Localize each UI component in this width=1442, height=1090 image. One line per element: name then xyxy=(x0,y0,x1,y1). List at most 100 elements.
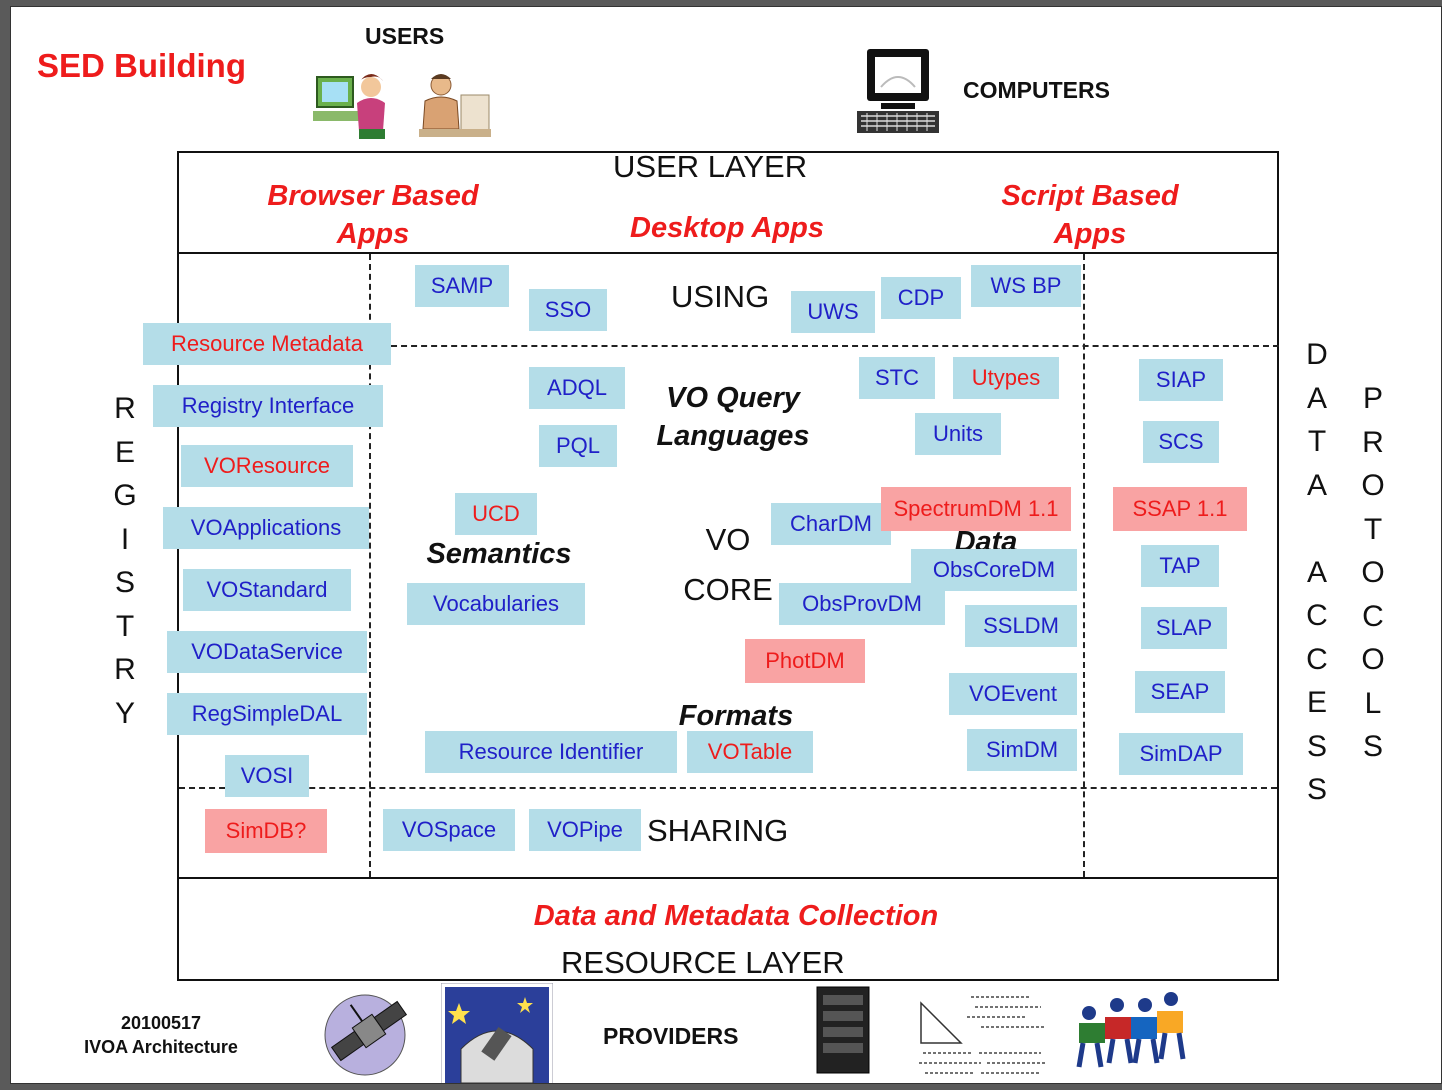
registry-letter: I xyxy=(120,522,130,556)
data-access-letter: E xyxy=(1306,686,1327,719)
vo-core-line2: CORE xyxy=(683,572,773,607)
user-at-desk-icon xyxy=(419,74,491,137)
sso-box: SSO xyxy=(529,289,607,331)
utypes-box: Utypes xyxy=(953,357,1059,399)
ssap-box: SSAP 1.1 xyxy=(1113,487,1247,531)
sharing-divider xyxy=(179,787,1277,789)
query-languages-heading: VO Query Languages xyxy=(643,379,823,455)
vospace-box: VOSpace xyxy=(383,809,515,851)
registry-interface-box: Registry Interface xyxy=(153,385,383,427)
data-collection-label: Data and Metadata Collection xyxy=(533,900,939,932)
main-box-right-border xyxy=(1277,151,1279,981)
registry-letter: G xyxy=(113,479,137,512)
resource-layer-divider xyxy=(177,877,1279,879)
units-box: Units xyxy=(915,413,1001,455)
footer-note: 20100517 IVOA Architecture xyxy=(71,1011,251,1059)
slap-box: SLAP xyxy=(1141,607,1227,649)
registry-column-divider xyxy=(369,254,371,877)
vo-core-label: VO CORE xyxy=(673,515,783,615)
using-label: USING xyxy=(671,279,770,314)
protocols-letter: P xyxy=(1362,382,1383,415)
protocols-letter: O xyxy=(1361,469,1385,502)
voevent-box: VOEvent xyxy=(949,673,1077,715)
pql-box: PQL xyxy=(539,425,617,467)
script-based-apps-line1: Script Based xyxy=(1001,180,1179,212)
formats-heading: Formats xyxy=(678,700,794,732)
user-layer-label: USER LAYER xyxy=(613,149,808,184)
data-access-letter: C xyxy=(1306,642,1328,676)
user-at-computer-icon xyxy=(313,74,385,139)
spectrumdm-box: SpectrumDM 1.1 xyxy=(881,487,1071,531)
protocols-letter: L xyxy=(1364,686,1382,720)
semantics-heading: Semantics xyxy=(426,538,572,570)
observatory-icon xyxy=(441,983,553,1083)
browser-based-apps-label: Browser Based Apps xyxy=(243,177,503,253)
registry-letter: R xyxy=(114,392,136,425)
vosi-box: VOSI xyxy=(225,755,309,797)
resource-layer-label: RESOURCE LAYER xyxy=(561,945,845,980)
cdp-box: CDP xyxy=(881,277,961,319)
desktop-apps-label: Desktop Apps xyxy=(630,212,824,244)
vopipe-box: VOPipe xyxy=(529,809,641,851)
adql-box: ADQL xyxy=(529,367,625,409)
uws-box: UWS xyxy=(791,291,875,333)
query-languages-line2: Languages xyxy=(656,420,810,452)
script-based-apps-line2: Apps xyxy=(1053,218,1127,250)
protocols-letter: O xyxy=(1361,643,1385,676)
simdm-box: SimDM xyxy=(967,729,1077,771)
data-access-letter: S xyxy=(1306,773,1327,806)
protocols-letter: C xyxy=(1362,599,1384,633)
main-box-left-border xyxy=(177,151,179,981)
query-languages-line1: VO Query xyxy=(666,382,800,414)
diagram-title: SED Building xyxy=(37,47,246,84)
protocols-letter: O xyxy=(1361,556,1385,589)
computers-caption: COMPUTERS xyxy=(963,77,1110,103)
data-access-letter: S xyxy=(1306,729,1327,763)
providers-caption: PROVIDERS xyxy=(603,1023,739,1049)
user-layer-divider xyxy=(177,252,1279,254)
protocols-letter: T xyxy=(1363,512,1383,546)
data-access-letter xyxy=(1297,507,1337,551)
vocabularies-box: Vocabularies xyxy=(407,583,585,625)
data-access-vertical-label: D A T A A C C E S S xyxy=(1297,333,1337,812)
stc-box: STC xyxy=(859,357,935,399)
vo-core-line1: VO xyxy=(705,522,751,557)
script-based-apps-label: Script Based Apps xyxy=(973,177,1207,253)
scs-box: SCS xyxy=(1143,421,1219,463)
seap-box: SEAP xyxy=(1135,671,1225,713)
ssldm-box: SSLDM xyxy=(965,605,1077,647)
vodataservice-box: VODataService xyxy=(167,631,367,673)
equations-sheet-icon xyxy=(911,983,1051,1079)
main-box-bottom-border xyxy=(177,979,1279,981)
samp-box: SAMP xyxy=(415,265,509,307)
ws-bp-box: WS BP xyxy=(971,265,1081,307)
registry-letter: R xyxy=(114,653,136,686)
regsimpledal-box: RegSimpleDAL xyxy=(167,693,367,735)
voapplications-box: VOApplications xyxy=(163,507,369,549)
registry-vertical-label: R E G I S T R Y xyxy=(105,387,145,735)
resource-metadata-box: Resource Metadata xyxy=(143,323,391,365)
data-access-letter: A xyxy=(1306,555,1327,589)
users-caption: USERS xyxy=(365,23,445,49)
footer-name: IVOA Architecture xyxy=(84,1037,238,1057)
tap-box: TAP xyxy=(1141,545,1219,587)
data-access-letter: A xyxy=(1306,381,1327,415)
chardm-box: CharDM xyxy=(771,503,891,545)
registry-letter: E xyxy=(114,435,135,469)
votable-box: VOTable xyxy=(687,731,813,773)
computer-terminal-icon xyxy=(857,49,939,133)
data-access-letter: A xyxy=(1306,468,1327,502)
satellite-icon xyxy=(324,994,408,1076)
photdm-box: PhotDM xyxy=(745,639,865,683)
collaboration-puzzle-icon xyxy=(1076,992,1186,1068)
data-access-letter: C xyxy=(1306,599,1328,632)
sharing-label: SHARING xyxy=(647,813,789,848)
simdb-box: SimDB? xyxy=(205,809,327,853)
protocols-letter: S xyxy=(1362,730,1383,763)
siap-box: SIAP xyxy=(1139,359,1223,401)
footer-date: 20100517 xyxy=(120,1013,202,1033)
protocols-column-divider xyxy=(1083,254,1085,877)
registry-letter: T xyxy=(115,609,135,643)
diagram-frame: SED Building USERS COMPUTERS USER LAY xyxy=(10,6,1442,1084)
simdap-box: SimDAP xyxy=(1119,733,1243,775)
